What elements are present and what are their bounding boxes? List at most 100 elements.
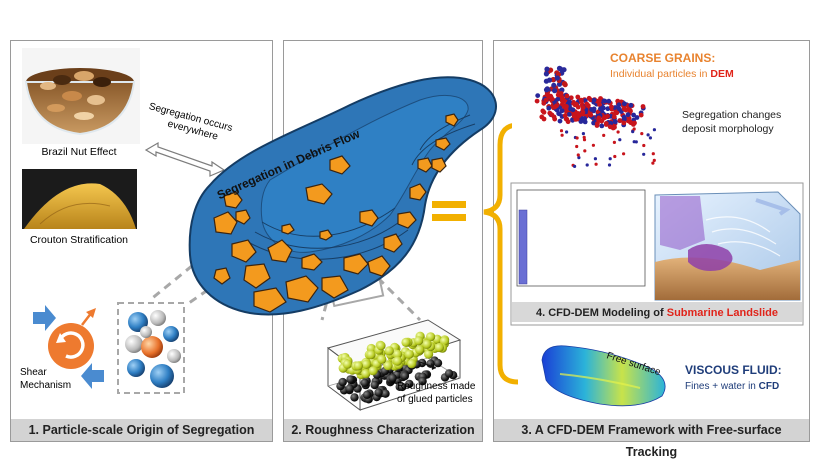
glued-particle [381, 389, 390, 398]
dem-particle [555, 96, 561, 102]
crouton-pile-image [22, 169, 137, 229]
dem-particle [582, 116, 588, 122]
dem-particle [625, 112, 631, 118]
shear-mechanism-icon [33, 305, 104, 389]
dem-particle [575, 111, 580, 116]
dem-particle [541, 109, 547, 115]
free-particle [415, 345, 425, 355]
roughness-pointer-head [431, 363, 436, 370]
dem-particle [588, 112, 594, 118]
segregation-changes-line2: deposit morphology [682, 123, 774, 135]
dem-particle [634, 115, 640, 120]
dem-particle [594, 162, 598, 166]
dem-particle [549, 112, 555, 118]
free-particle [401, 337, 411, 347]
dem-particle [596, 98, 602, 104]
dem-particle [580, 111, 585, 117]
dem-particle [560, 133, 564, 137]
dem-particle [628, 108, 633, 114]
dem-particle [648, 136, 653, 140]
glued-particle [418, 377, 427, 386]
dem-particle [561, 97, 567, 103]
dem-particle [612, 119, 618, 125]
dem-particle [616, 102, 622, 108]
dem-particle [535, 93, 541, 98]
free-particle [384, 346, 394, 356]
curly-bracket [483, 122, 519, 385]
shear-label-line2: Mechanism [20, 380, 71, 391]
dem-particle [571, 113, 577, 119]
submarine-landslide-render [654, 191, 801, 301]
dem-particle [616, 130, 620, 134]
viscous-fluid-subtitle: Fines + water in CFD [685, 381, 779, 392]
dem-particle [554, 75, 560, 81]
dem-particle [557, 66, 564, 72]
roughness-label-line1: Roughness made [397, 381, 476, 392]
glued-particle [346, 375, 355, 384]
dem-particle [561, 81, 568, 87]
free-particle [383, 361, 393, 371]
dem-particle [580, 105, 586, 110]
dem-particle [575, 136, 579, 140]
dem-particle [652, 158, 656, 162]
dem-particle [632, 127, 636, 131]
dem-particle [618, 138, 622, 142]
coarse-grains-particles [534, 65, 657, 168]
dem-particle [608, 120, 614, 126]
dem-particle [642, 143, 646, 148]
dem-particle [552, 104, 558, 110]
shear-label-line1: Shear [20, 367, 47, 378]
dem-particle [568, 106, 573, 112]
glued-particle [345, 384, 354, 393]
dem-particle [544, 66, 550, 72]
particle-cluster-image [117, 302, 185, 394]
dem-particle [539, 114, 545, 120]
roughness-label-line2: of glued particles [397, 394, 473, 405]
dem-particle [603, 121, 609, 126]
free-particle [361, 369, 371, 379]
free-particle [393, 356, 403, 366]
dem-particle [606, 98, 612, 104]
dem-particle [607, 124, 613, 130]
dem-particle [591, 97, 597, 103]
dem-particle [589, 107, 595, 112]
glued-particle [433, 358, 443, 368]
dem-particle [612, 124, 617, 130]
dem-particle [546, 105, 552, 111]
dem-particle [556, 81, 563, 87]
dem-particle [585, 163, 589, 167]
dem-particle [628, 119, 633, 125]
free-particle [424, 349, 434, 359]
dem-particle [544, 92, 550, 98]
glued-particle [398, 382, 407, 392]
equals-sign [432, 201, 466, 221]
dem-particle [573, 164, 577, 168]
dem-particle [581, 132, 586, 136]
free-particle [366, 350, 376, 360]
dem-particle [614, 110, 620, 116]
free-particle [434, 342, 444, 353]
free-particle [342, 359, 353, 369]
small-plot-frame [516, 189, 646, 287]
dem-particle [576, 153, 580, 157]
dem-particle [568, 95, 574, 101]
free-particle [414, 336, 424, 346]
dem-particle [597, 102, 602, 107]
dem-particle [605, 106, 611, 112]
viscous-fluid-title: VISCOUS FLUID: [685, 363, 782, 377]
dem-particle [555, 92, 561, 98]
free-particle [377, 354, 387, 364]
dem-particle [607, 163, 612, 167]
dem-particle [557, 118, 563, 124]
model-caption: 4. CFD-DEM Modeling of Submarine Landsli… [536, 307, 778, 319]
glued-particle [360, 378, 369, 388]
free-particle [407, 359, 417, 369]
dem-particle [615, 98, 621, 104]
free-particle [368, 366, 378, 376]
brazil-nut-bowl-image [22, 48, 140, 144]
dem-particle [546, 77, 553, 83]
dem-particle [598, 106, 603, 112]
free-particle [376, 341, 386, 351]
glued-particle [400, 371, 410, 381]
free-particle [361, 359, 371, 369]
